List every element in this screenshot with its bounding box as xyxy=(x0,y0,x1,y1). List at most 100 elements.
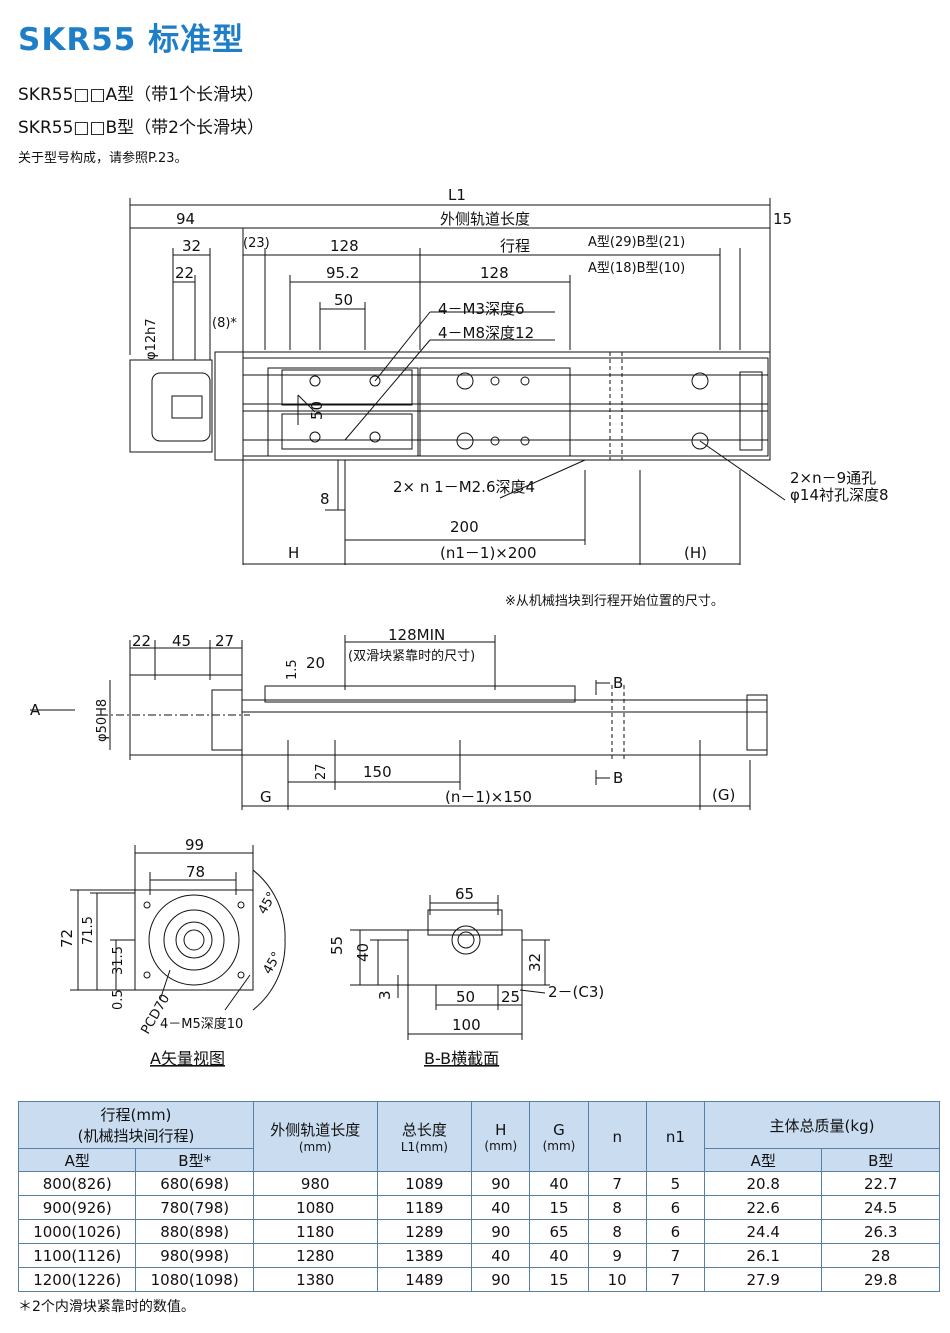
table-cell: 5 xyxy=(645,1171,706,1196)
caption-bb-view: B-B横截面 xyxy=(424,1049,499,1068)
table-cell: 1089 xyxy=(376,1171,473,1196)
dim-h: H xyxy=(288,544,299,562)
table-cell: 1080 xyxy=(252,1195,378,1220)
header-mass: 主体总质量(kg) xyxy=(704,1101,940,1149)
note-m2-6: 2× n 1－M2.6深度4 xyxy=(393,478,535,496)
table-cell: 26.3 xyxy=(821,1219,940,1244)
table-cell: 15 xyxy=(529,1267,589,1292)
table-cell: 980 xyxy=(252,1171,378,1196)
dim-23: (23) xyxy=(243,236,270,251)
dim-outer-rail: 外侧轨道长度 xyxy=(440,210,530,228)
dim-8: 8 xyxy=(320,490,330,508)
table-cell: 1380 xyxy=(252,1267,378,1292)
table-cell: 1100(1126) xyxy=(17,1243,137,1268)
note-m8: 4－M8深度12 xyxy=(438,324,534,342)
dim-bb-32: 32 xyxy=(526,953,544,972)
table-cell: 7 xyxy=(587,1171,647,1196)
table-cell: 7 xyxy=(645,1243,706,1268)
dim-99: 99 xyxy=(185,836,204,854)
dim-n-150: (n－1)×150 xyxy=(445,788,532,806)
dim-bb-3: 3 xyxy=(376,990,394,1000)
table-cell: 90 xyxy=(471,1219,531,1244)
table-cell: 900(926) xyxy=(17,1195,137,1220)
dim-phi50: φ50H8 xyxy=(95,699,110,742)
table-cell: 27.9 xyxy=(703,1267,823,1292)
dim-side-45: 45 xyxy=(172,632,191,650)
header-rail: 外侧轨道长度(mm) xyxy=(252,1101,378,1172)
dim-side-27v: 27 xyxy=(314,763,329,780)
dim-31-5: 31.5 xyxy=(111,946,126,975)
dim-a29-b21: A型(29)B型(21) xyxy=(588,235,685,250)
table-cell: 65 xyxy=(529,1219,589,1244)
angle-45-bottom: 45° xyxy=(260,950,285,977)
header-n: n xyxy=(587,1101,647,1172)
table-cell: 40 xyxy=(529,1171,589,1196)
dim-bb-100: 100 xyxy=(452,1016,481,1034)
dim-g-paren: (G) xyxy=(712,786,735,804)
table-cell: 40 xyxy=(471,1195,531,1220)
table-cell: 29.8 xyxy=(821,1267,940,1292)
model-a-line: SKR55□□A型（带1个长滑块） xyxy=(18,85,264,105)
model-b-line: SKR55□□B型（带2个长滑块） xyxy=(18,118,264,138)
table-cell: 22.7 xyxy=(821,1171,940,1196)
table-cell: 1080(1098) xyxy=(135,1267,254,1292)
table-cell: 26.1 xyxy=(703,1243,823,1268)
header-mass-b: B型 xyxy=(821,1148,940,1172)
section-b-top: B xyxy=(613,674,623,692)
dim-stroke: 行程 xyxy=(500,237,530,255)
header-h: H(mm) xyxy=(471,1101,531,1172)
dim-n1-200: (n1－1)×200 xyxy=(440,544,537,562)
dim-78: 78 xyxy=(186,863,205,881)
note-m3: 4－M3深度6 xyxy=(438,300,525,318)
dim-128min: 128MIN xyxy=(388,626,445,644)
dim-22: 22 xyxy=(175,264,194,282)
dim-32: 32 xyxy=(182,237,201,255)
table-cell: 8 xyxy=(587,1219,647,1244)
dim-bb-40: 40 xyxy=(354,943,372,962)
dim-side-22: 22 xyxy=(132,632,151,650)
view-a-arrow: A xyxy=(30,701,41,719)
note-m5: 4－M5深度10 xyxy=(160,1016,243,1032)
table-cell: 9 xyxy=(587,1243,647,1268)
note-holes-9: 2×n－9通孔 xyxy=(790,469,876,487)
dim-a18-b10: A型(18)B型(10) xyxy=(588,261,685,276)
table-cell: 1189 xyxy=(376,1195,473,1220)
header-n1: n1 xyxy=(645,1101,706,1172)
dim-50: 50 xyxy=(334,291,353,309)
section-b-bottom: B xyxy=(613,769,623,787)
dim-50-vertical: 50 xyxy=(308,401,326,420)
table-cell: 90 xyxy=(471,1267,531,1292)
table-cell: 8 xyxy=(587,1195,647,1220)
table-cell: 40 xyxy=(529,1243,589,1268)
dim-95-2: 95.2 xyxy=(326,264,359,282)
table-cell: 20.8 xyxy=(703,1171,823,1196)
dim-128min-note: (双滑块紧靠时的尺寸) xyxy=(348,648,475,664)
technical-drawing: L1 94 外侧轨道长度 15 32 (23) 128 行程 A型(29)B型(… xyxy=(30,186,889,1068)
dim-1-5: 1.5 xyxy=(285,659,300,680)
angle-45-top: 45° xyxy=(255,890,280,917)
dim-h-paren: (H) xyxy=(684,544,707,562)
table-cell: 980(998) xyxy=(135,1243,254,1268)
table-cell: 15 xyxy=(529,1195,589,1220)
table-cell: 6 xyxy=(645,1219,706,1244)
dim-20: 20 xyxy=(306,654,325,672)
note-c3: 2－(C3) xyxy=(548,983,604,1001)
table-cell: 7 xyxy=(645,1267,706,1292)
dim-phi12: φ12h7 xyxy=(144,318,159,360)
dim-128a: 128 xyxy=(330,237,359,255)
table-cell: 10 xyxy=(587,1267,647,1292)
table-cell: 1489 xyxy=(376,1267,473,1292)
dim-0-5: 0.5 xyxy=(111,989,126,1010)
dim-bb-25: 25 xyxy=(501,988,520,1006)
dim-side-27: 27 xyxy=(215,632,234,650)
table-cell: 1389 xyxy=(376,1243,473,1268)
top-view-footnote: ※从机械挡块到行程开始位置的尺寸。 xyxy=(505,593,724,609)
dim-71-5: 71.5 xyxy=(81,916,96,945)
header-mass-a: A型 xyxy=(703,1148,823,1172)
